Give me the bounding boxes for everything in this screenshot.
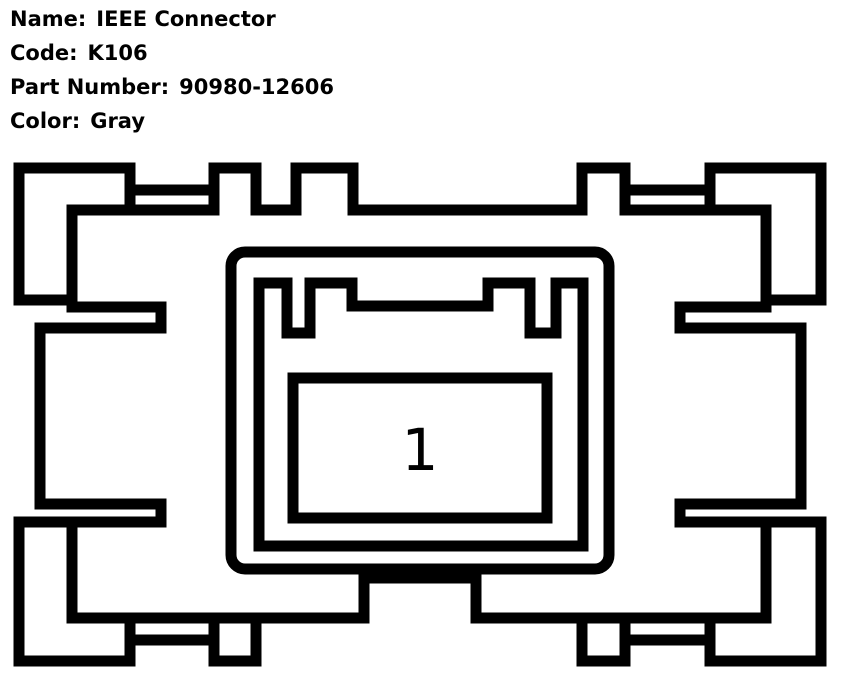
socket-frame-outer bbox=[225, 246, 615, 575]
socket-cavity bbox=[253, 277, 589, 552]
latch-top-right bbox=[704, 162, 827, 306]
name-value: IEEE Connector bbox=[96, 7, 276, 31]
part-number-value: 90980-12606 bbox=[179, 75, 334, 99]
code-value: K106 bbox=[87, 41, 148, 65]
color-label: Color: bbox=[10, 109, 81, 133]
code-row: Code: K106 bbox=[10, 38, 334, 72]
latch-bottom-right bbox=[704, 516, 827, 667]
name-row: Name: IEEE Connector bbox=[10, 4, 334, 38]
bottom-tab-right bbox=[576, 618, 631, 667]
bottom-tab-left bbox=[208, 618, 262, 667]
pin-1-terminal bbox=[287, 372, 553, 524]
code-label: Code: bbox=[10, 41, 78, 65]
part-number-label: Part Number: bbox=[10, 75, 170, 99]
latch-bottom-left bbox=[13, 516, 136, 667]
connector-housing-outline bbox=[34, 162, 807, 624]
latch-top-left bbox=[13, 162, 136, 306]
connector-info: Name: IEEE Connector Code: K106 Part Numbe… bbox=[10, 4, 334, 140]
name-label: Name: bbox=[10, 7, 87, 31]
color-value: Gray bbox=[90, 109, 146, 133]
part-number-row: Part Number: 90980-12606 bbox=[10, 72, 334, 106]
color-row: Color: Gray bbox=[10, 106, 334, 140]
pin-1-label: 1 bbox=[402, 416, 439, 484]
